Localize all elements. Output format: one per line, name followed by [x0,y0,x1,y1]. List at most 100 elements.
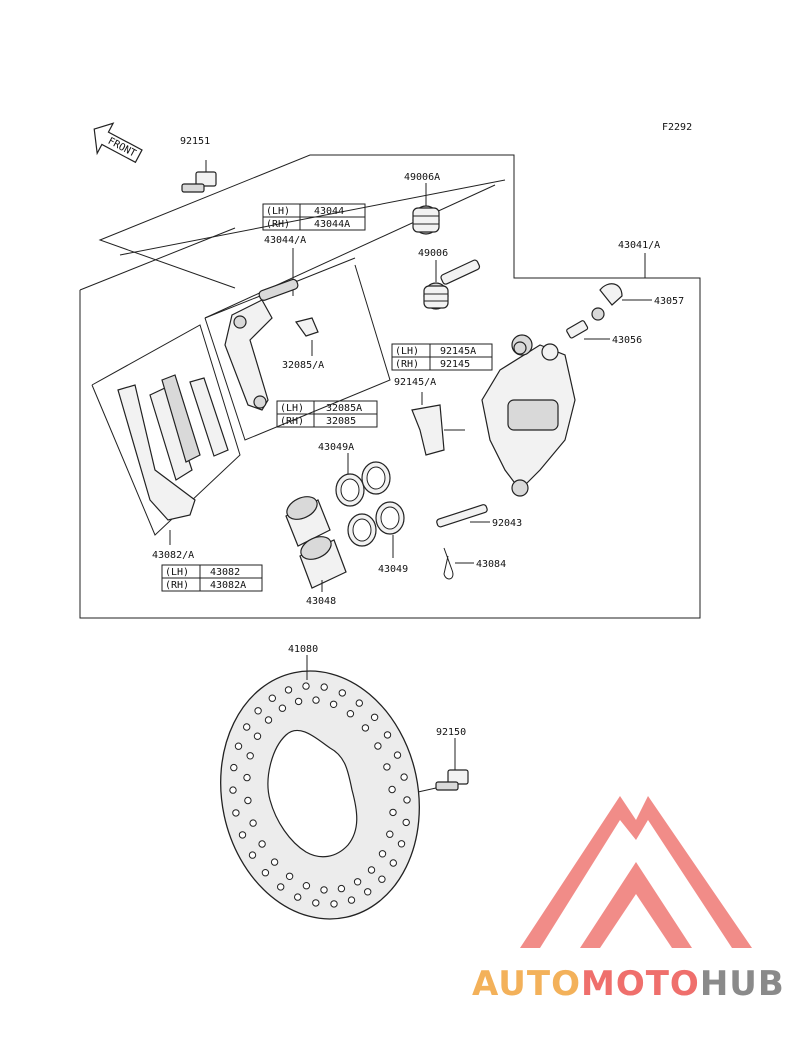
pistons-43048 [285,496,347,592]
disc-hole [383,731,392,739]
t32085-r0-c1: 32085A [326,403,362,414]
boot-49006A [412,183,440,235]
callout-43048: 43048 [306,596,336,607]
disc-hole [248,851,257,859]
disc-hole [312,899,320,907]
clip-32085 [294,317,319,356]
t92145-r0-c0: (LH) [395,346,419,357]
disc-hole [330,900,338,908]
disc-hole [378,850,387,858]
t43082-r0-c0: (LH) [165,567,189,578]
bracket-43044 [224,278,299,411]
t32085-r1-c0: (RH) [280,416,304,427]
disc-hole [254,707,262,715]
disc-hole [294,697,303,706]
disc-hole [294,893,302,901]
disc-hole [284,686,293,694]
table-32085: (LH) 32085A (RH) 32085 [276,400,378,428]
t43044-r1-c1: 43044A [314,219,350,230]
disc-hole [320,886,328,894]
callout-49006: 49006 [418,248,448,259]
disc-hole [386,830,394,838]
disc-hole [238,831,247,839]
t32085-r1-c1: 32085 [326,416,356,427]
callout-92150: 92150 [436,727,466,738]
disc-hole [388,785,396,794]
disc-hole [229,786,237,794]
disc-hole [403,796,411,804]
disc-hole [337,884,346,893]
bleeder-43056 [566,320,610,340]
table-92145: (LH) 92145A (RH) 92145 [391,343,493,371]
callout-43044A: 43044/A [264,235,306,246]
disc-hole [397,840,406,848]
disc-hole [302,882,311,890]
disc-hole [277,883,285,891]
callout-43041A: 43041/A [618,240,660,251]
disc-hole [278,704,287,712]
pin-92043 [436,504,490,528]
disc-hole [329,700,338,708]
t92145-r0-c1: 92145A [440,346,476,357]
bolt-92151 [181,160,217,193]
t92145-r1-c1: 92145 [440,359,470,370]
callout-43049: 43049 [378,564,408,575]
disc-hole [378,875,386,883]
disc-hole [346,710,355,718]
callout-92151: 92151 [180,136,210,147]
disc-hole [393,751,402,759]
disc-hole [270,858,279,866]
callout-92043: 92043 [492,518,522,529]
disc-hole [302,682,310,690]
t32085-r0-c0: (LH) [280,403,304,414]
disc-hole [232,809,240,817]
disc-hole [389,859,397,867]
t43082-r0-c1: 43082 [210,567,240,578]
disc-hole [258,840,266,848]
disc-hole [244,796,252,805]
disc-hole [243,773,251,782]
disc-hole [361,724,370,732]
disc-hole [400,773,408,781]
spring-92145 [411,392,465,456]
callout-43084: 43084 [476,559,506,570]
bolt-92150 [417,738,469,793]
table-43044: (LH) 43044 (RH) 43044A [262,203,366,231]
disc-hole [285,872,294,880]
brake-pads-43082 [117,374,229,545]
callout-41080: 41080 [288,644,318,655]
disc-hole [246,752,254,760]
callout-43056: 43056 [612,335,642,346]
disc-hole [268,694,276,702]
disc-hole [353,878,362,886]
disc-hole [347,896,356,904]
watermark-moto: MOTO [581,964,700,1004]
t92145-r1-c0: (RH) [395,359,419,370]
disc-hole [338,689,346,697]
seals-43049 [335,453,405,558]
cap-43057 [591,283,652,321]
t43044-r1-c0: (RH) [266,219,290,230]
t43082-r1-c0: (RH) [165,580,189,591]
callout-43049A: 43049A [318,442,354,453]
pin-49006 [423,259,481,310]
watermark-auto: AUTO [472,964,581,1004]
disc-hole [234,742,243,750]
figure-code: F2292 [662,122,692,133]
callout-92145A: 92145/A [394,377,436,388]
disc-hole [230,763,238,772]
caliper-assembly-frame [79,154,701,619]
table-43082: (LH) 43082 (RH) 43082A [161,564,263,592]
callout-32085A: 32085/A [282,360,324,371]
disc-hole [243,723,251,731]
disc-hole [364,888,372,896]
callout-49006A: 49006A [404,172,440,183]
t43044-r0-c0: (LH) [266,206,290,217]
disc-hole [402,818,410,827]
watermark-hub: HUB [700,964,785,1004]
disc-hole [383,763,391,771]
t43044-r0-c1: 43044 [314,206,344,217]
front-direction-arrow: FRONT [93,122,143,164]
callout-43082A: 43082/A [152,550,194,561]
